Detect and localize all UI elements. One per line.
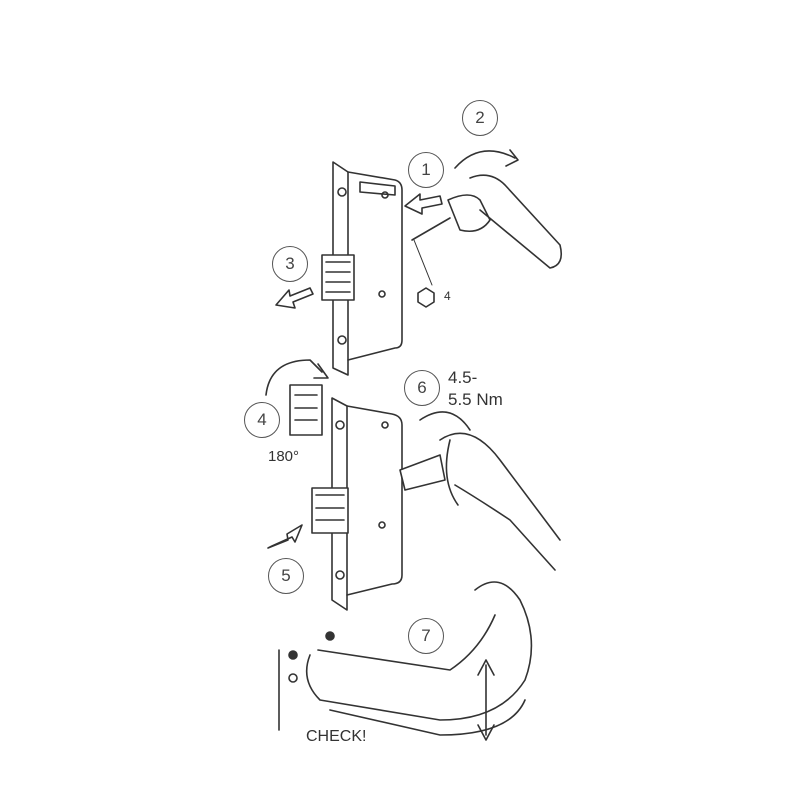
step-1-badge: 1: [408, 152, 444, 188]
lever-handle: [278, 581, 533, 741]
step-5-badge: 5: [268, 558, 304, 594]
check-label: CHECK!: [306, 728, 367, 745]
upper-handle: [411, 149, 563, 269]
pull-out-arrow-icon: [275, 287, 314, 309]
upper-mortise-lock: [321, 161, 403, 376]
step-6-badge: 6: [404, 370, 440, 406]
torque-line-2: 5.5 Nm: [448, 390, 503, 409]
torque-line-1: 4.5-: [448, 368, 478, 387]
step-4-badge: 4: [244, 402, 280, 438]
insert-arrow-icon: [267, 524, 303, 549]
rotation-label: 180°: [268, 448, 300, 465]
lower-mortise-lock: [311, 397, 403, 611]
step-7-badge: 7: [408, 618, 444, 654]
latch-insert: [265, 359, 329, 436]
hex-key-icon: [417, 287, 435, 308]
step-3-badge: 3: [272, 246, 308, 282]
hex-key-size-label: 4: [444, 289, 451, 303]
step-2-badge: 2: [462, 100, 498, 136]
lower-handle: [399, 411, 561, 571]
push-arrow-icon: [404, 193, 443, 215]
